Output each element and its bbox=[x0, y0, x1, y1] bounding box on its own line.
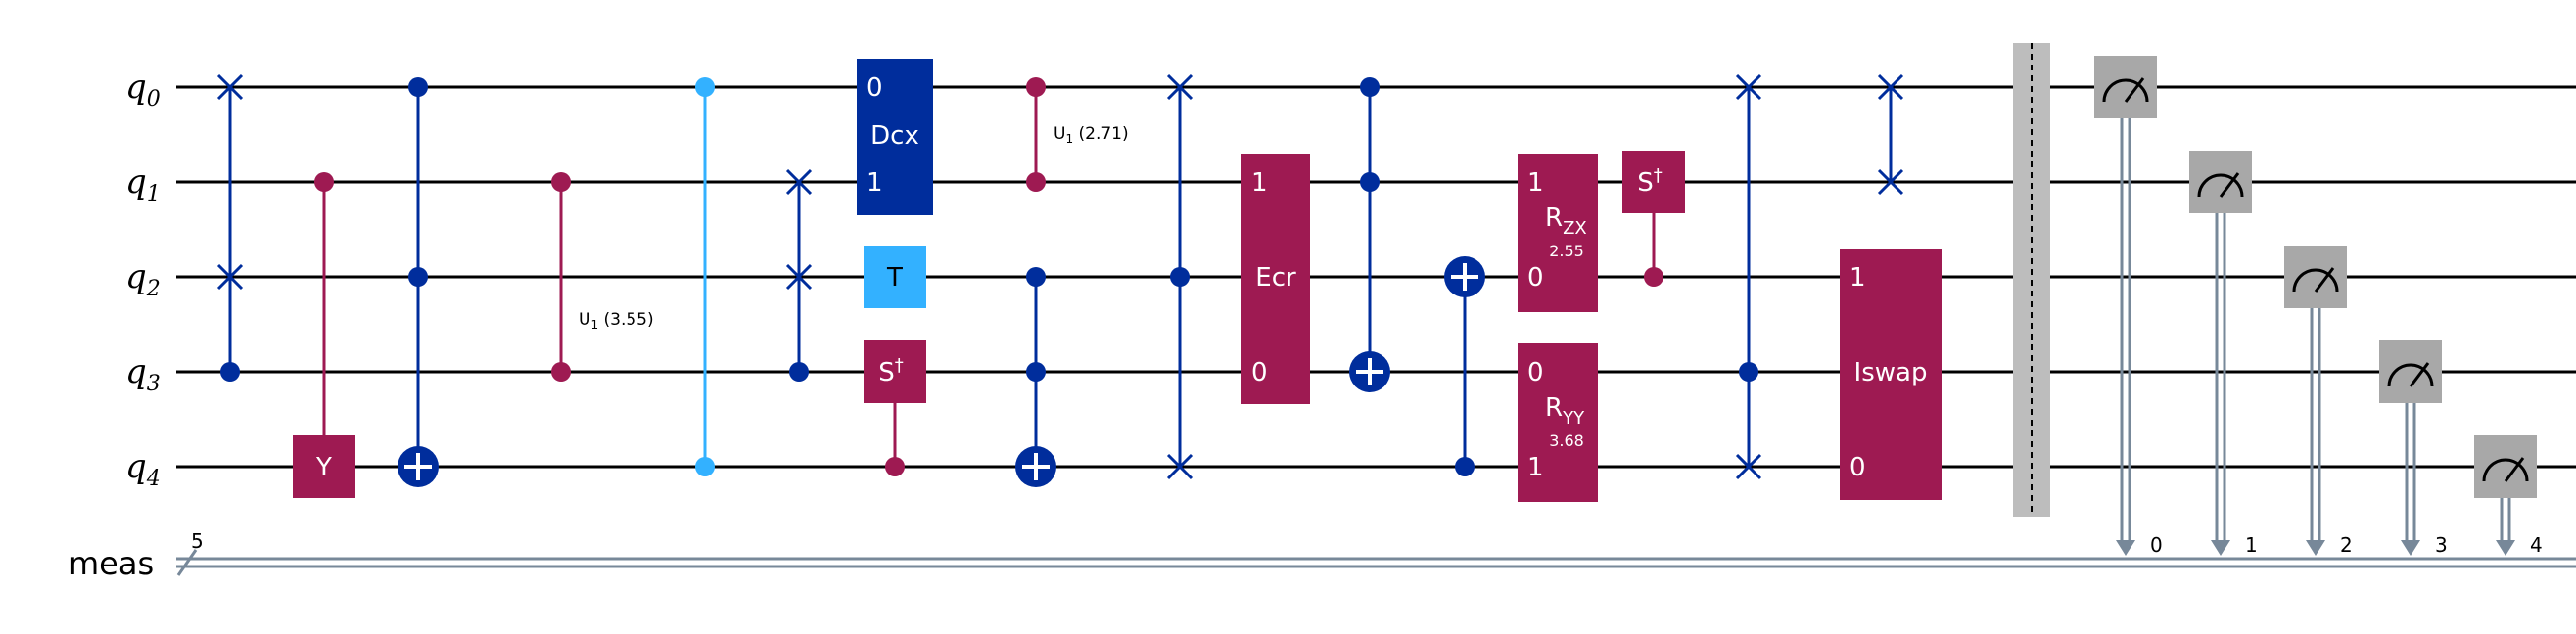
toffoli-gate-2 bbox=[1015, 267, 1056, 487]
rzx-label: RZX bbox=[1545, 204, 1587, 239]
y-gate-label: Y bbox=[315, 453, 332, 482]
iswap-gate: Iswap 1 0 bbox=[1840, 249, 1942, 500]
ryy-gate: RYY 3.68 0 1 bbox=[1518, 343, 1598, 502]
qubit-label-q3: q3 bbox=[125, 352, 161, 396]
controlled-y-gate: Y bbox=[293, 172, 355, 498]
controlled-u1-gate-b: U1 (2.71) bbox=[1026, 77, 1129, 192]
iswap-input-1: 1 bbox=[1850, 263, 1866, 293]
iswap-label: Iswap bbox=[1854, 358, 1928, 387]
measurement-1: 1 bbox=[2189, 151, 2258, 557]
classical-register-label: meas bbox=[69, 545, 154, 582]
dcx-input-0: 0 bbox=[866, 73, 883, 103]
fredkin-gate-2 bbox=[1166, 73, 1194, 480]
ecr-input-0: 0 bbox=[1251, 358, 1268, 387]
register-size-slash bbox=[176, 549, 198, 576]
measurement-0: 0 bbox=[2094, 56, 2163, 557]
rzx-gate: RZX 2.55 1 0 bbox=[1518, 154, 1598, 312]
ryy-label: RYY bbox=[1545, 393, 1585, 429]
fredkin-gate bbox=[785, 168, 813, 382]
swap-gate-q0-q2 bbox=[216, 73, 244, 382]
qubit-label-q1: q1 bbox=[125, 162, 161, 206]
fredkin-gate-3 bbox=[1735, 73, 1762, 480]
qubit-label-q4: q4 bbox=[125, 447, 161, 491]
meas-bit-3: 3 bbox=[2435, 533, 2448, 557]
ecr-label: Ecr bbox=[1255, 263, 1296, 293]
classical-wire: 5 bbox=[176, 529, 2576, 576]
ryy-input-0: 0 bbox=[1527, 358, 1544, 387]
dcx-label: Dcx bbox=[870, 121, 919, 151]
qubit-labels: q0 q1 q2 q3 q4 meas bbox=[69, 68, 161, 582]
swap-gate-q0-q1 bbox=[1877, 73, 1904, 196]
controlled-sdg-gate: S† bbox=[864, 340, 926, 476]
qubit-label-q0: q0 bbox=[125, 68, 161, 112]
toffoli-gate bbox=[398, 77, 439, 487]
meas-bit-4: 4 bbox=[2530, 533, 2543, 557]
t-gate: T bbox=[864, 246, 926, 308]
rzx-input-1: 1 bbox=[1527, 168, 1544, 198]
sdg-label: S† bbox=[878, 355, 904, 387]
qubit-label-q2: q2 bbox=[125, 257, 161, 301]
measurement-3: 3 bbox=[2379, 340, 2448, 557]
controlled-u1-gate-a: U1 (3.55) bbox=[551, 172, 654, 382]
meas-bit-0: 0 bbox=[2150, 533, 2163, 557]
cnot-gate bbox=[1444, 256, 1485, 476]
qubit-wires bbox=[176, 85, 2576, 469]
t-gate-label: T bbox=[886, 263, 903, 293]
toffoli-gate-3 bbox=[1349, 77, 1390, 392]
measurement-2: 2 bbox=[2284, 246, 2353, 557]
rzx-param: 2.55 bbox=[1549, 242, 1584, 260]
controlled-z-gate bbox=[695, 77, 715, 476]
rzx-input-0: 0 bbox=[1527, 263, 1544, 293]
ryy-param: 3.68 bbox=[1549, 431, 1584, 450]
meas-bit-1: 1 bbox=[2245, 533, 2258, 557]
u1-b-label: U1 (2.71) bbox=[1054, 124, 1129, 146]
ryy-input-1: 1 bbox=[1527, 453, 1544, 482]
ecr-gate: Ecr 1 0 bbox=[1241, 154, 1310, 404]
register-size: 5 bbox=[191, 529, 204, 553]
u1-a-label: U1 (3.55) bbox=[579, 310, 654, 332]
meas-bit-2: 2 bbox=[2340, 533, 2353, 557]
sdg-label-2: S† bbox=[1637, 165, 1663, 198]
iswap-input-0: 0 bbox=[1850, 453, 1866, 482]
barrier bbox=[2013, 43, 2050, 517]
ecr-input-1: 1 bbox=[1251, 168, 1268, 198]
dcx-gate: Dcx 0 1 bbox=[857, 59, 933, 215]
dcx-input-1: 1 bbox=[866, 168, 883, 198]
measurement-4: 4 bbox=[2474, 435, 2543, 557]
controlled-sdg-gate-2: S† bbox=[1622, 151, 1685, 287]
